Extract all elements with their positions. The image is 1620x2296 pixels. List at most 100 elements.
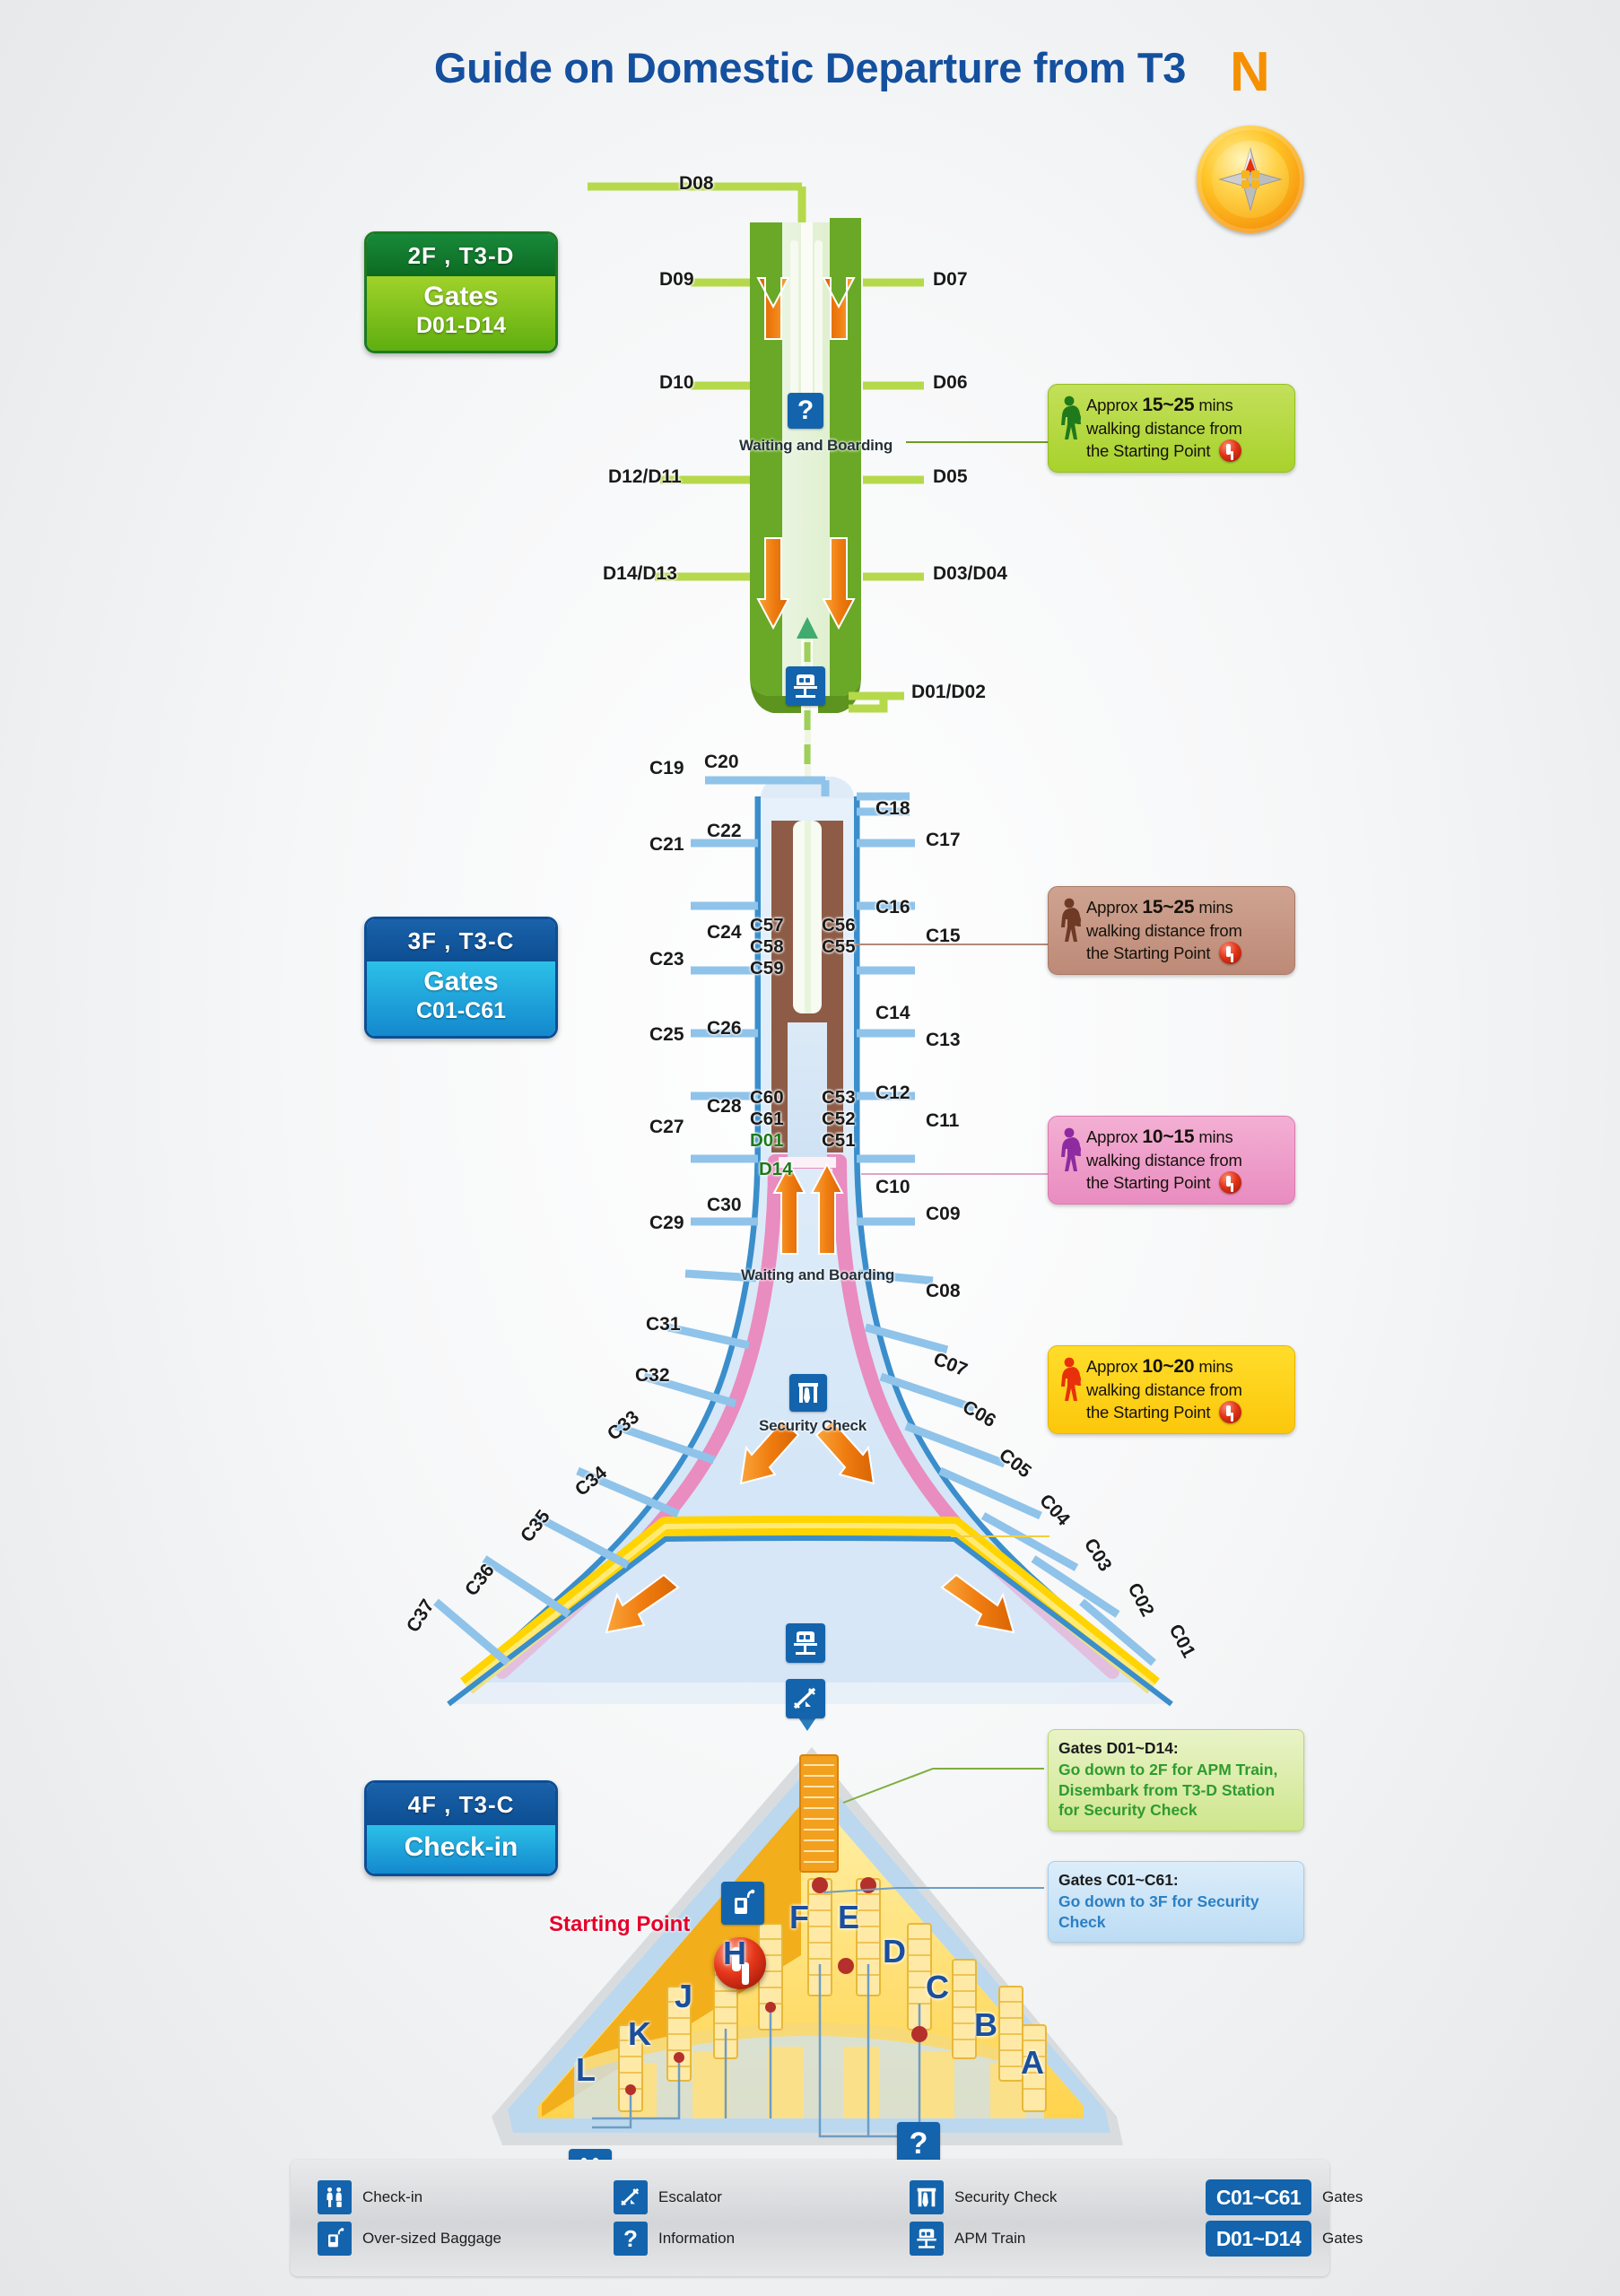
gate-label-c31[interactable]: C31 xyxy=(646,1314,681,1335)
gate-label-c52[interactable]: C52 xyxy=(822,1109,856,1129)
gate-label-c08[interactable]: C08 xyxy=(926,1281,961,1301)
starting-point-pin-icon[interactable] xyxy=(714,1937,766,1989)
gate-label-c15[interactable]: C15 xyxy=(926,926,961,946)
legend-label: Security Check xyxy=(954,2188,1058,2205)
gate-label-d08[interactable]: D08 xyxy=(679,173,714,194)
info-callout-d-gates: Gates D01~D14: Go down to 2F for APM Tra… xyxy=(1048,1729,1304,1831)
gate-label-c30[interactable]: C30 xyxy=(707,1195,742,1215)
legend-label: Escalator xyxy=(658,2188,722,2205)
callout-unit: mins xyxy=(1198,898,1233,917)
escalator-icon[interactable] xyxy=(786,1679,825,1718)
gate-label-d01-transfer[interactable]: D01 xyxy=(750,1130,784,1151)
checkin-counter-c[interactable]: C xyxy=(926,1969,949,2005)
floor-badge-range: C01-C61 xyxy=(415,998,507,1023)
gate-badge-code: C01~C61 xyxy=(1206,2179,1311,2215)
gate-label-c28[interactable]: C28 xyxy=(707,1096,742,1117)
gate-label-c14[interactable]: C14 xyxy=(875,1003,910,1023)
gate-label-c11[interactable]: C11 xyxy=(926,1110,960,1131)
gate-label-c55[interactable]: C55 xyxy=(822,936,856,957)
information-icon[interactable]: ? xyxy=(788,393,823,429)
checkin-counter-b[interactable]: B xyxy=(974,2006,997,2043)
gate-label-c27[interactable]: C27 xyxy=(649,1117,684,1137)
gate-label-d01-d02[interactable]: D01/D02 xyxy=(911,682,986,702)
legend: Check-in Escalator xyxy=(291,2160,1363,2276)
floor-badge-kind: Gates xyxy=(423,967,499,996)
checkin-counter-h[interactable]: H xyxy=(723,1935,746,1971)
apm-train-icon[interactable] xyxy=(786,666,825,706)
floor-badge-3f-t3c[interactable]: 3F , T3-C Gates C01-C61 xyxy=(364,917,558,1039)
legend-item-escalator: Escalator xyxy=(614,2179,910,2215)
checkin-counter-e[interactable]: E xyxy=(838,1899,860,1935)
floor-badge-2f-t3d[interactable]: 2F , T3-D Gates D01-D14 xyxy=(364,231,558,353)
gate-label-c29[interactable]: C29 xyxy=(649,1213,684,1233)
callout-unit: mins xyxy=(1198,1357,1233,1376)
gate-label-c61[interactable]: C61 xyxy=(750,1109,784,1129)
apm-train-icon[interactable] xyxy=(786,1623,825,1663)
info-callout-heading: Gates C01~C61: xyxy=(1058,1871,1179,1889)
information-icon[interactable]: ? xyxy=(897,2122,940,2165)
callout-prefix: Approx xyxy=(1086,1127,1138,1146)
checkin-counter-a[interactable]: A xyxy=(1021,2044,1044,2081)
gate-label-c12[interactable]: C12 xyxy=(875,1083,910,1103)
floor-badge-4f-t3c[interactable]: 4F , T3-C Check-in xyxy=(364,1780,558,1876)
gate-label-d09[interactable]: D09 xyxy=(659,269,694,290)
callout-leader-line xyxy=(834,944,1050,945)
over-sized-baggage-icon[interactable] xyxy=(721,1882,764,1925)
gate-label-d12-d11[interactable]: D12/D11 xyxy=(608,466,682,487)
gate-label-c26[interactable]: C26 xyxy=(707,1018,742,1039)
callout-line2: walking distance from xyxy=(1086,1150,1242,1170)
legend-item-over-sized-baggage: Over-sized Baggage xyxy=(318,2221,614,2257)
gate-label-c19[interactable]: C19 xyxy=(649,758,684,778)
checkin-counter-l[interactable]: L xyxy=(576,2051,596,2088)
gate-label-c18[interactable]: C18 xyxy=(875,798,910,819)
gate-label-c21[interactable]: C21 xyxy=(649,834,684,855)
checkin-counter-j[interactable]: J xyxy=(675,1978,693,2014)
callout-prefix: Approx xyxy=(1086,898,1138,917)
checkin-counter-k[interactable]: K xyxy=(628,2015,651,2052)
over-sized-baggage-icon xyxy=(318,2222,352,2256)
zone-label-c-waiting: Waiting and Boarding xyxy=(741,1266,895,1283)
callout-leader-line xyxy=(951,1535,1050,1537)
callout-minutes: 10~15 xyxy=(1142,1126,1195,1147)
gate-label-d10[interactable]: D10 xyxy=(659,372,694,393)
gate-label-d14-d13[interactable]: D14/D13 xyxy=(603,563,677,584)
gate-label-c58[interactable]: C58 xyxy=(750,936,784,957)
checkin-counter-f[interactable]: F xyxy=(789,1899,809,1935)
gate-badge-label: Gates xyxy=(1322,2230,1363,2247)
gate-label-c10[interactable]: C10 xyxy=(875,1177,910,1197)
checkin-counter-d[interactable]: D xyxy=(883,1933,906,1970)
gate-label-c24[interactable]: C24 xyxy=(707,922,742,943)
gate-label-c13[interactable]: C13 xyxy=(926,1030,961,1050)
starting-point-pin-icon xyxy=(1219,1401,1242,1424)
gate-label-c60[interactable]: C60 xyxy=(750,1087,784,1108)
gate-label-c51[interactable]: C51 xyxy=(822,1130,856,1151)
gate-label-d07[interactable]: D07 xyxy=(933,269,968,290)
gate-label-c53[interactable]: C53 xyxy=(822,1087,856,1108)
callout-line2: walking distance from xyxy=(1086,920,1242,940)
gate-label-c23[interactable]: C23 xyxy=(649,949,684,970)
compass-rose-icon xyxy=(1197,126,1304,233)
callout-unit: mins xyxy=(1198,396,1233,414)
gate-label-c25[interactable]: C25 xyxy=(649,1024,684,1045)
legend-label: Over-sized Baggage xyxy=(362,2230,501,2247)
gate-label-c16[interactable]: C16 xyxy=(875,897,910,918)
legend-label: Check-in xyxy=(362,2188,423,2205)
gate-label-c32[interactable]: C32 xyxy=(635,1365,670,1386)
gate-label-c20[interactable]: C20 xyxy=(704,752,739,772)
gate-label-d03-d04[interactable]: D03/D04 xyxy=(933,563,1007,584)
info-callout-c-gates: Gates C01~C61: Go down to 3F for Securit… xyxy=(1048,1861,1304,1944)
gate-label-c17[interactable]: C17 xyxy=(926,830,961,850)
callout-line3: the Starting Point xyxy=(1086,441,1211,461)
gate-label-c22[interactable]: C22 xyxy=(707,821,742,841)
gate-label-d14-transfer[interactable]: D14 xyxy=(759,1159,793,1179)
gate-label-d05[interactable]: D05 xyxy=(933,466,968,487)
gate-label-c57[interactable]: C57 xyxy=(750,915,784,935)
gate-label-c09[interactable]: C09 xyxy=(926,1204,961,1224)
security-check-icon[interactable] xyxy=(789,1374,827,1412)
gate-label-c59[interactable]: C59 xyxy=(750,958,784,978)
walk-callout-c-mid-gates: Approx 10~15 mins walking distance from … xyxy=(1048,1116,1295,1205)
gate-label-c56[interactable]: C56 xyxy=(822,915,856,935)
zone-label-d-waiting: Waiting and Boarding xyxy=(739,437,893,454)
gate-label-d06[interactable]: D06 xyxy=(933,372,968,393)
info-callout-heading: Gates D01~D14: xyxy=(1058,1739,1179,1757)
